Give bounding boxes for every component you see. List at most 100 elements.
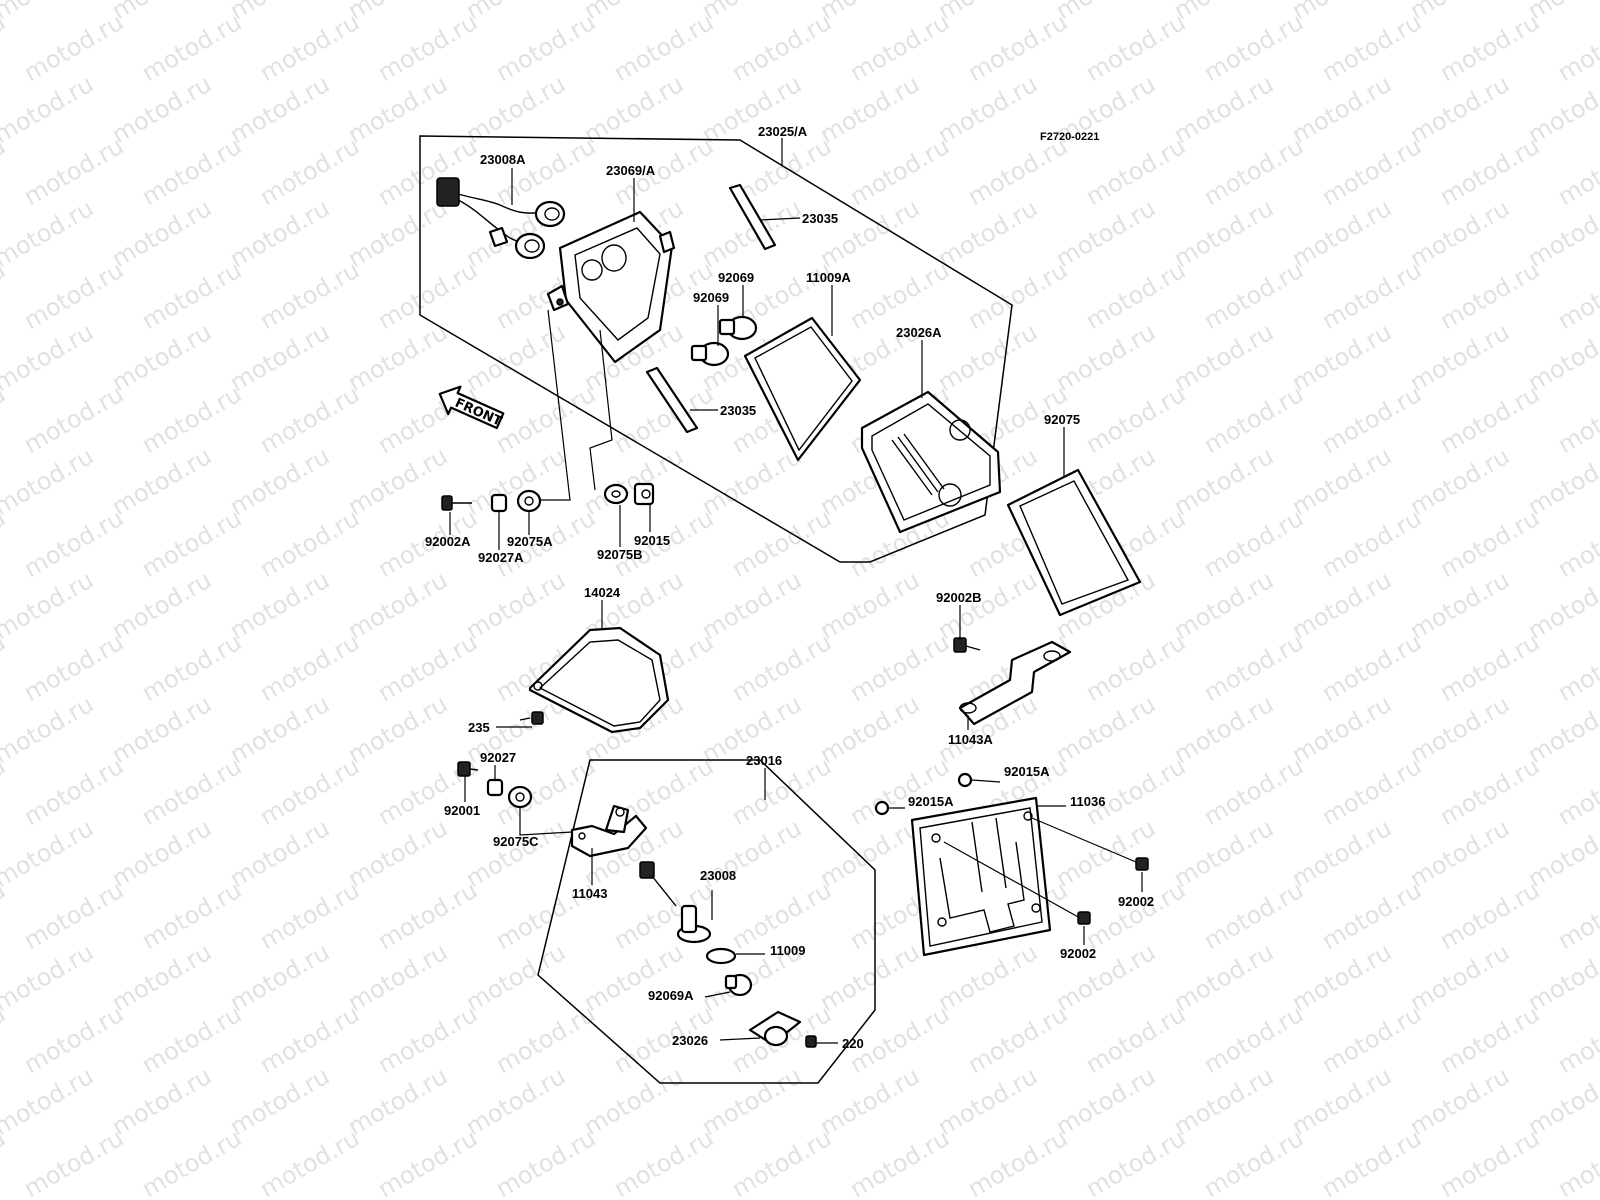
taillight-lens-icon <box>860 390 1002 534</box>
watermark-text: motod.ru <box>461 1062 570 1141</box>
watermark-text: motod.ru <box>1051 0 1160 25</box>
leader-92075a <box>540 309 571 501</box>
screw-220-icon <box>805 1035 817 1048</box>
watermark-text: motod.ru <box>579 70 688 149</box>
watermark-text: motod.ru <box>579 0 688 25</box>
watermark-text: motod.ru <box>0 814 98 893</box>
watermark-text: motod.ru <box>107 814 216 893</box>
label-92002-right: 92002 <box>1118 894 1154 909</box>
watermark-text: motod.ru <box>815 690 924 769</box>
watermark-text: motod.ru <box>1523 70 1600 149</box>
watermark-text: motod.ru <box>0 442 98 521</box>
watermark-text: motod.ru <box>933 1062 1042 1141</box>
watermark-text: motod.ru <box>1287 442 1396 521</box>
watermark-text: motod.ru <box>933 318 1042 397</box>
watermark-text: motod.ru <box>107 690 216 769</box>
watermark-text: motod.ru <box>1169 318 1278 397</box>
watermark-text: motod.ru <box>107 442 216 521</box>
watermark-text: motod.ru <box>225 938 334 1017</box>
watermark-text: motod.ru <box>225 194 334 273</box>
screw-235-icon <box>519 711 544 725</box>
watermark-text: motod.ru <box>137 1124 246 1200</box>
watermark-text: motod.ru <box>1405 1062 1514 1141</box>
license-plate-bracket-icon <box>910 796 1052 957</box>
damper-a-icon <box>516 489 542 513</box>
watermark-text: motod.ru <box>697 566 806 645</box>
watermark-text: motod.ru <box>343 814 452 893</box>
watermark-text: motod.ru <box>1317 1124 1426 1200</box>
watermark-text: motod.ru <box>1523 1062 1600 1141</box>
watermark-text: motod.ru <box>1523 690 1600 769</box>
watermark-text: motod.ru <box>1553 628 1600 707</box>
label-92027: 92027 <box>480 750 516 765</box>
watermark-text: motod.ru <box>1405 814 1514 893</box>
watermark-text: motod.ru <box>1405 566 1514 645</box>
watermark-text: motod.ru <box>1169 566 1278 645</box>
watermark-text: motod.ru <box>697 1062 806 1141</box>
watermark-text: motod.ru <box>225 442 334 521</box>
watermark-text: motod.ru <box>107 1062 216 1141</box>
lens-gasket-icon <box>743 316 862 462</box>
plate-nut-a-icon <box>957 772 973 788</box>
watermark-text: motod.ru <box>1169 70 1278 149</box>
watermark-text: motod.ru <box>1169 690 1278 769</box>
reflector-cover-icon <box>528 626 670 734</box>
watermark-text: motod.ru <box>1553 8 1600 87</box>
label-235: 235 <box>468 720 490 735</box>
license-bulb-icon <box>724 973 753 997</box>
watermark-text: motod.ru <box>1051 814 1160 893</box>
leader-92069a <box>704 991 731 998</box>
watermark-text: motod.ru <box>225 318 334 397</box>
label-92069-a: 92069 <box>718 270 754 285</box>
watermark-text: motod.ru <box>491 1124 600 1200</box>
bolt-92001-icon <box>457 761 479 777</box>
watermark-text: motod.ru <box>107 194 216 273</box>
watermark-text: motod.ru <box>1405 318 1514 397</box>
watermark-text: motod.ru <box>1287 566 1396 645</box>
watermark-text: motod.ru <box>963 1124 1072 1200</box>
watermark-text: motod.ru <box>461 814 570 893</box>
watermark-text: motod.ru <box>1169 814 1278 893</box>
watermark-text: motod.ru <box>1553 1124 1600 1200</box>
label-92002-lower: 92002 <box>1060 946 1096 961</box>
watermark-text: motod.ru <box>225 566 334 645</box>
watermark-text: motod.ru <box>343 938 452 1017</box>
leader-92002-right <box>1031 817 1137 863</box>
watermark-text: motod.ru <box>343 194 452 273</box>
license-gasket-icon <box>705 947 737 965</box>
watermark-text: motod.ru <box>1051 690 1160 769</box>
watermark-text: motod.ru <box>815 194 924 273</box>
watermark-text: motod.ru <box>1523 938 1600 1017</box>
watermark-text: motod.ru <box>697 0 806 25</box>
watermark-text: motod.ru <box>1287 690 1396 769</box>
watermark-text: motod.ru <box>933 194 1042 273</box>
leader-92002-lower <box>943 841 1081 919</box>
watermark-text: motod.ru <box>933 70 1042 149</box>
label-11036: 11036 <box>1070 794 1105 809</box>
license-light-assembly-frame <box>537 759 876 1084</box>
watermark-text: motod.ru <box>461 938 570 1017</box>
watermark-text: motod.ru <box>815 0 924 25</box>
watermark-text: motod.ru <box>1051 1062 1160 1141</box>
leader-23035-upper <box>759 217 801 221</box>
watermark-text: motod.ru <box>1553 1000 1600 1079</box>
watermark-text: motod.ru <box>225 1062 334 1141</box>
watermark-text: motod.ru <box>1199 1124 1308 1200</box>
plate-bolt-a-icon <box>1135 857 1149 871</box>
watermark-text: motod.ru <box>1405 442 1514 521</box>
watermark-text: motod.ru <box>609 1124 718 1200</box>
label-92069a: 92069A <box>648 988 694 1003</box>
bulb-upper-icon <box>718 315 758 341</box>
watermark-text: motod.ru <box>1553 380 1600 459</box>
watermark-text: motod.ru <box>343 0 452 25</box>
watermark-text: motod.ru <box>373 1124 482 1200</box>
license-lens-icon <box>748 1010 802 1047</box>
watermark-text: motod.ru <box>225 70 334 149</box>
watermark-text: motod.ru <box>225 690 334 769</box>
watermark-text: motod.ru <box>1523 442 1600 521</box>
watermark-text: motod.ru <box>0 70 98 149</box>
label-11043a: 11043A <box>948 732 993 747</box>
watermark-text: motod.ru <box>815 70 924 149</box>
license-socket-icon <box>639 861 712 944</box>
